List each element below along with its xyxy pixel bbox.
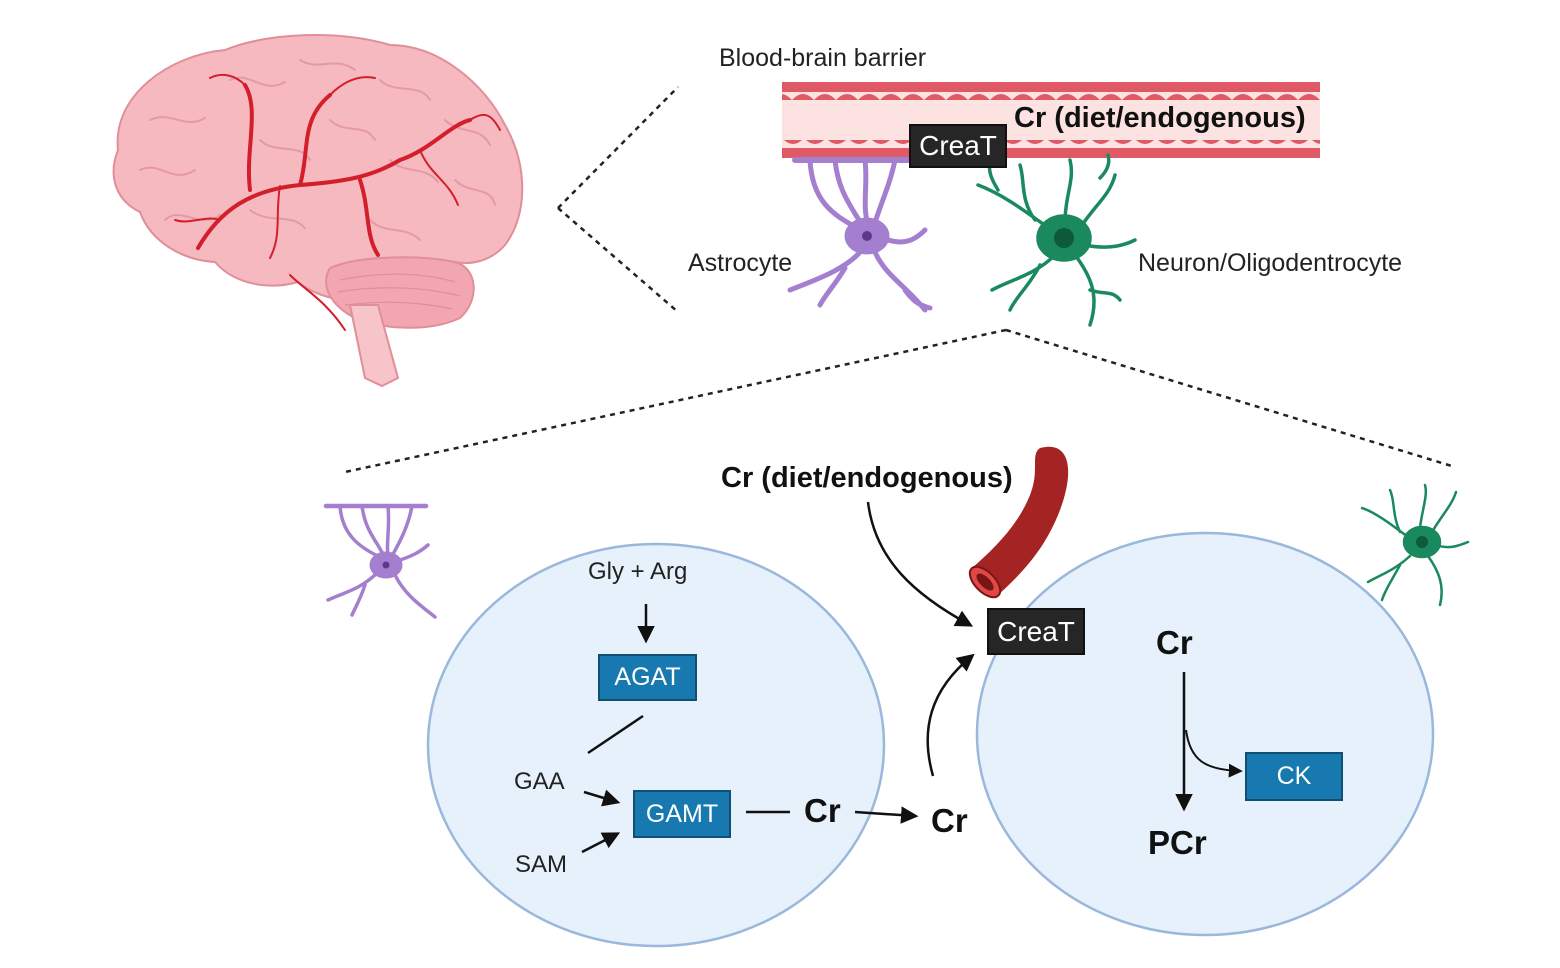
bbb-label: Blood-brain barrier bbox=[719, 44, 927, 72]
arrow-source-creat bbox=[866, 501, 974, 627]
arrow-cr-extracellular bbox=[854, 806, 919, 824]
cr-source-label: Cr (diet/endogenous) bbox=[721, 462, 1013, 494]
line-agat-gaa bbox=[587, 714, 644, 755]
arrow-cr-creat bbox=[926, 653, 975, 777]
arrow-ck bbox=[1185, 729, 1243, 778]
gly-arg-label: Gly + Arg bbox=[588, 558, 688, 585]
creat-transporter-bottom: CreaT bbox=[987, 608, 1085, 655]
astrocyte-label: Astrocyte bbox=[688, 249, 793, 277]
astrocyte-cell bbox=[426, 542, 886, 948]
zoom-lines-bottom bbox=[344, 328, 1456, 474]
neuron-cell bbox=[975, 531, 1435, 937]
cr-intracellular-label: Cr bbox=[804, 792, 841, 829]
astrocyte-icon bbox=[787, 157, 933, 313]
gaa-label: GAA bbox=[514, 768, 565, 795]
gamt-enzyme-box: GAMT bbox=[633, 790, 731, 838]
ck-enzyme-box: CK bbox=[1245, 752, 1343, 801]
neuron-label: Neuron/Oligodentrocyte bbox=[1138, 249, 1403, 277]
bbb-vessel bbox=[782, 82, 1320, 158]
creat-transporter-top: CreaT bbox=[909, 124, 1007, 168]
pcr-label: PCr bbox=[1148, 824, 1207, 861]
astrocyte-small-icon bbox=[323, 503, 437, 619]
agat-enzyme-box: AGAT bbox=[598, 654, 697, 701]
cr-neuron-label: Cr bbox=[1156, 624, 1193, 661]
cr-extracellular-label: Cr bbox=[931, 802, 968, 839]
neuron-icon bbox=[976, 153, 1137, 327]
arrow-gaa-gamt bbox=[583, 789, 621, 807]
blood-vessel-icon bbox=[968, 446, 1069, 599]
vessel-cr-label: Cr (diet/endogenous) bbox=[1014, 102, 1306, 134]
arrow-sam-gamt bbox=[581, 832, 621, 854]
brain-icon bbox=[112, 34, 524, 388]
neuron-small-icon bbox=[1360, 483, 1470, 607]
sam-label: SAM bbox=[515, 851, 568, 878]
zoom-lines-top bbox=[557, 86, 679, 313]
